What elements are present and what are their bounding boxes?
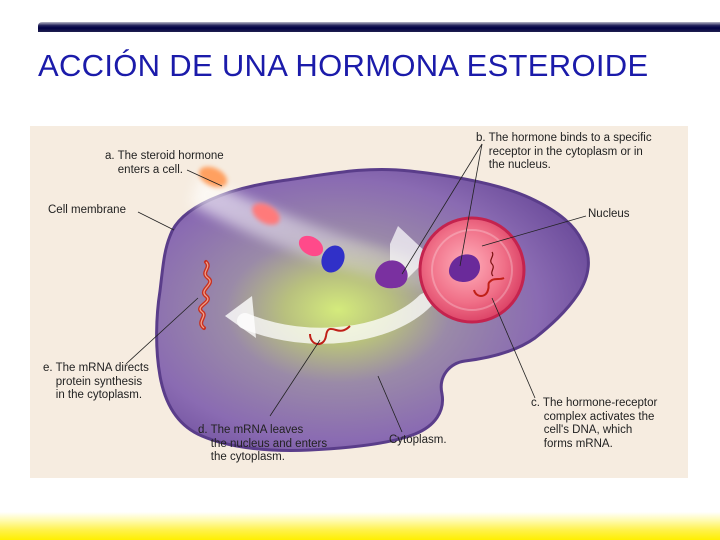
mrna-arrowhead-icon xyxy=(225,296,256,338)
mrna-in-nucleus xyxy=(473,277,505,297)
hormone-molecule xyxy=(298,235,324,257)
leader-lines xyxy=(125,143,587,433)
dna-strand xyxy=(490,251,494,277)
label-step-d: d. The mRNA leaves the nucleus and enter… xyxy=(198,424,328,463)
hormone-receptor-complex-nucleus xyxy=(448,254,481,282)
hormone-receptor-complex xyxy=(375,260,408,289)
leader-line-cytoplasm xyxy=(377,375,403,433)
label-nucleus: Nucleus xyxy=(588,208,630,220)
receptor-molecule xyxy=(321,245,345,273)
steroid-hormone-diagram: a. The steroid hormone enters a cell. Ce… xyxy=(30,126,688,478)
hormone-molecule xyxy=(252,203,280,225)
protein-chain-light xyxy=(199,261,211,329)
label-step-a: a. The steroid hormone enters a cell. xyxy=(105,150,224,176)
leader-line-step-d xyxy=(269,339,321,417)
leader-line-step-c xyxy=(491,297,536,399)
hormone-molecule xyxy=(198,166,228,188)
cell-illustration xyxy=(125,143,590,452)
label-step-e: e. The mRNA directs protein synthesis in… xyxy=(43,362,149,401)
mrna-path-arrow xyxy=(237,293,433,344)
label-cytoplasm: Cytoplasm. xyxy=(389,434,447,446)
leader-line-step-a xyxy=(186,169,223,187)
leader-line-cell-membrane xyxy=(137,211,175,231)
leader-line-step-b xyxy=(401,143,483,275)
slide-title: ACCIÓN DE UNA HORMONA ESTEROIDE xyxy=(38,48,649,83)
title-rule xyxy=(38,22,720,32)
label-cell-membrane: Cell membrane xyxy=(48,204,126,216)
leader-line-nucleus xyxy=(481,215,587,247)
label-step-b: b. The hormone binds to a specific recep… xyxy=(476,132,652,171)
leader-line-step-b xyxy=(459,143,483,267)
nucleus-inner-ring xyxy=(431,229,513,311)
footer-band xyxy=(0,512,720,540)
leader-line-step-e xyxy=(125,297,199,365)
label-step-c: c. The hormone-receptor complex activate… xyxy=(531,397,658,450)
